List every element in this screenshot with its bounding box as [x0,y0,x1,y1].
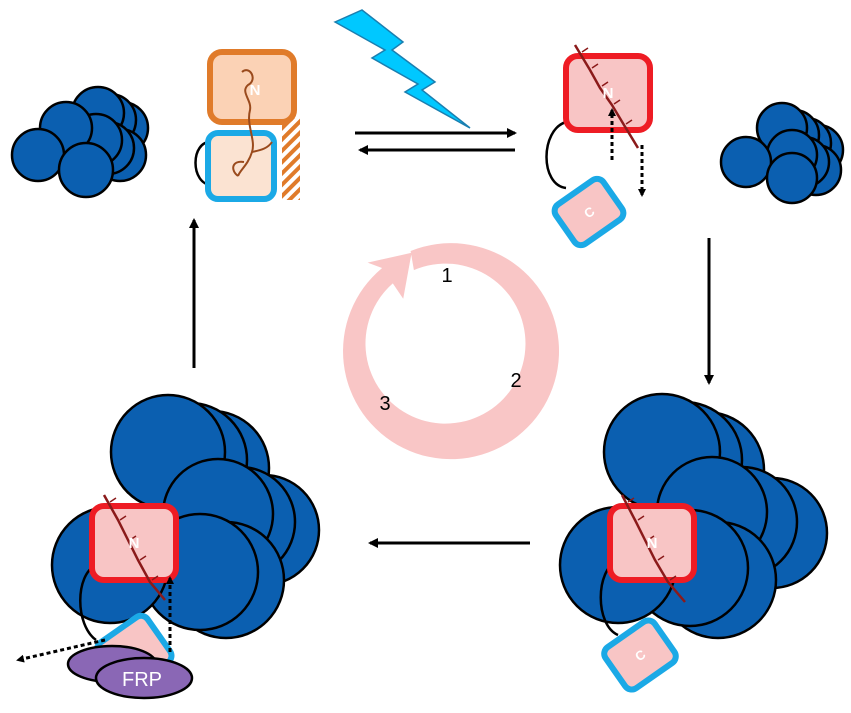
svg-text:N: N [647,535,658,552]
carotenoid-curled [232,69,273,177]
phycobilisome-small-top-left [10,85,150,199]
svg-text:N: N [129,535,140,552]
ocp-red-state-bound-right: C N [599,494,697,693]
phycobilisome-small-top-right [719,101,845,205]
svg-text:N: N [603,85,614,102]
ocp-red-state-free: C N [545,44,653,249]
frp-protein: FRP [66,644,194,700]
cycle-step-2: 2 [510,370,521,392]
ocp-orange-state: N [194,49,300,202]
cycle-step-3: 3 [379,393,390,415]
cycle-step-1: 1 [441,265,452,287]
n-domain-label: N [250,82,261,99]
light-lightning-icon [333,9,471,129]
frp-label: FRP [122,669,162,691]
carotenoid-extended [573,44,640,149]
cycle-arrow: 1 2 3 [343,243,560,460]
